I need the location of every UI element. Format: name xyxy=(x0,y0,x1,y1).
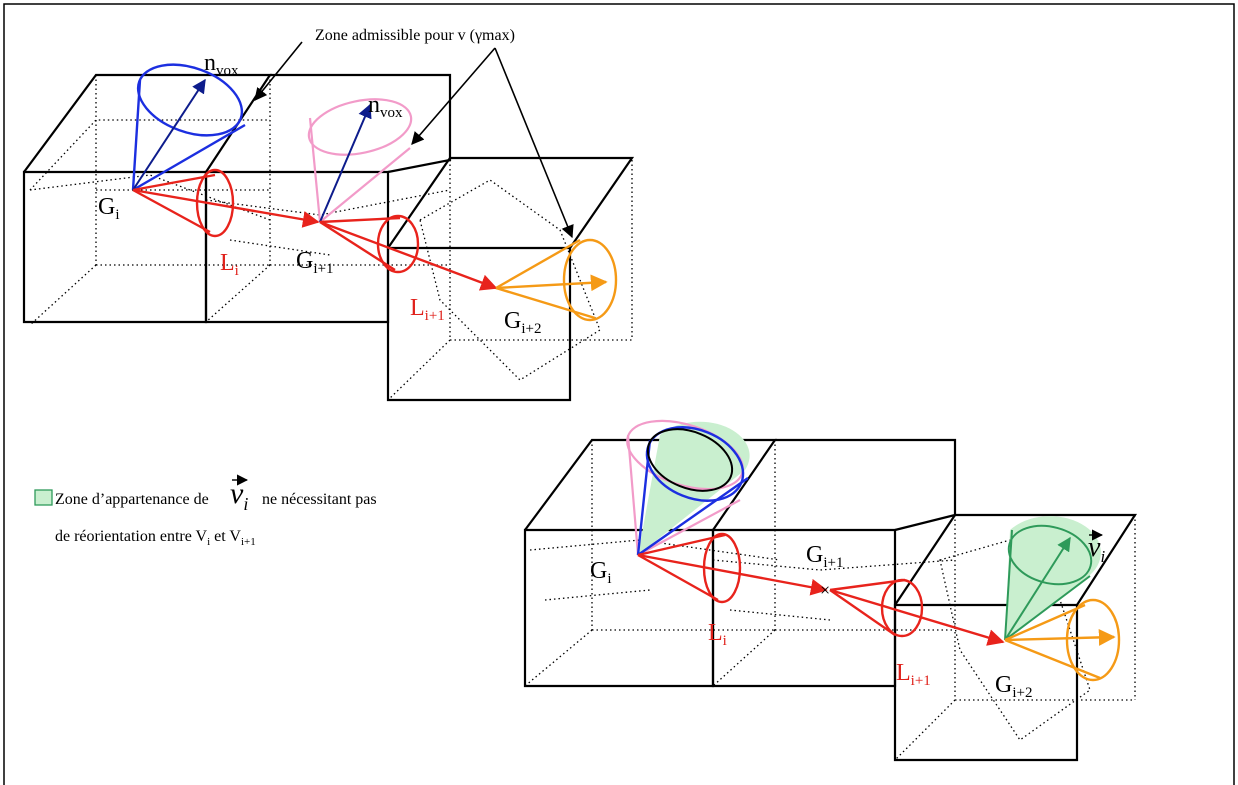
g-i-label-bottom: Gi xyxy=(590,558,612,587)
g-i2-label-bottom: Gi+2 xyxy=(995,672,1032,701)
legend-swatch xyxy=(34,489,53,506)
g-i2-label: Gi+2 xyxy=(504,308,541,337)
l-i-label: Li xyxy=(220,250,239,279)
l-i-label-bottom: Li xyxy=(708,620,727,649)
n-vox-label-2: nvox xyxy=(368,92,403,121)
callout-label: Zone admissible pour v (γmax) xyxy=(315,27,515,44)
g-i1-label-bottom: Gi+1 xyxy=(806,542,843,571)
legend: Zone d’appartenance de vi ne nécessitant… xyxy=(34,474,377,548)
svg-text:ne nécessitant pas: ne nécessitant pas xyxy=(262,491,377,508)
l-i1-label-bottom: Li+1 xyxy=(896,660,931,689)
outer-frame xyxy=(3,3,1235,785)
voxel-cube-3 xyxy=(386,156,635,402)
svg-text:×: × xyxy=(820,580,830,600)
svg-text:Zone d’appartenance de: Zone d’appartenance de xyxy=(55,491,209,508)
l-i1-label: Li+1 xyxy=(410,295,445,324)
g-i1-label: Gi+1 xyxy=(296,248,333,277)
legend-vector-symbol: vi xyxy=(230,474,248,514)
vector-v-i-label: vi xyxy=(1088,529,1105,566)
top-diagram: Zone admissible pour v (γmax) nvox nvox … xyxy=(22,27,635,402)
n-vox-label-1: nvox xyxy=(204,50,239,79)
bottom-diagram: × Gi Gi+1 Gi+2 Li Li+1 vi Zone d’apparte… xyxy=(34,419,1138,762)
g-i-label: Gi xyxy=(98,194,120,223)
svg-text:vi: vi xyxy=(230,477,248,514)
svg-text:vi: vi xyxy=(1088,532,1105,566)
svg-text:de réorientation entre Vi et V: de réorientation entre Vi et Vi+1 xyxy=(55,528,256,548)
